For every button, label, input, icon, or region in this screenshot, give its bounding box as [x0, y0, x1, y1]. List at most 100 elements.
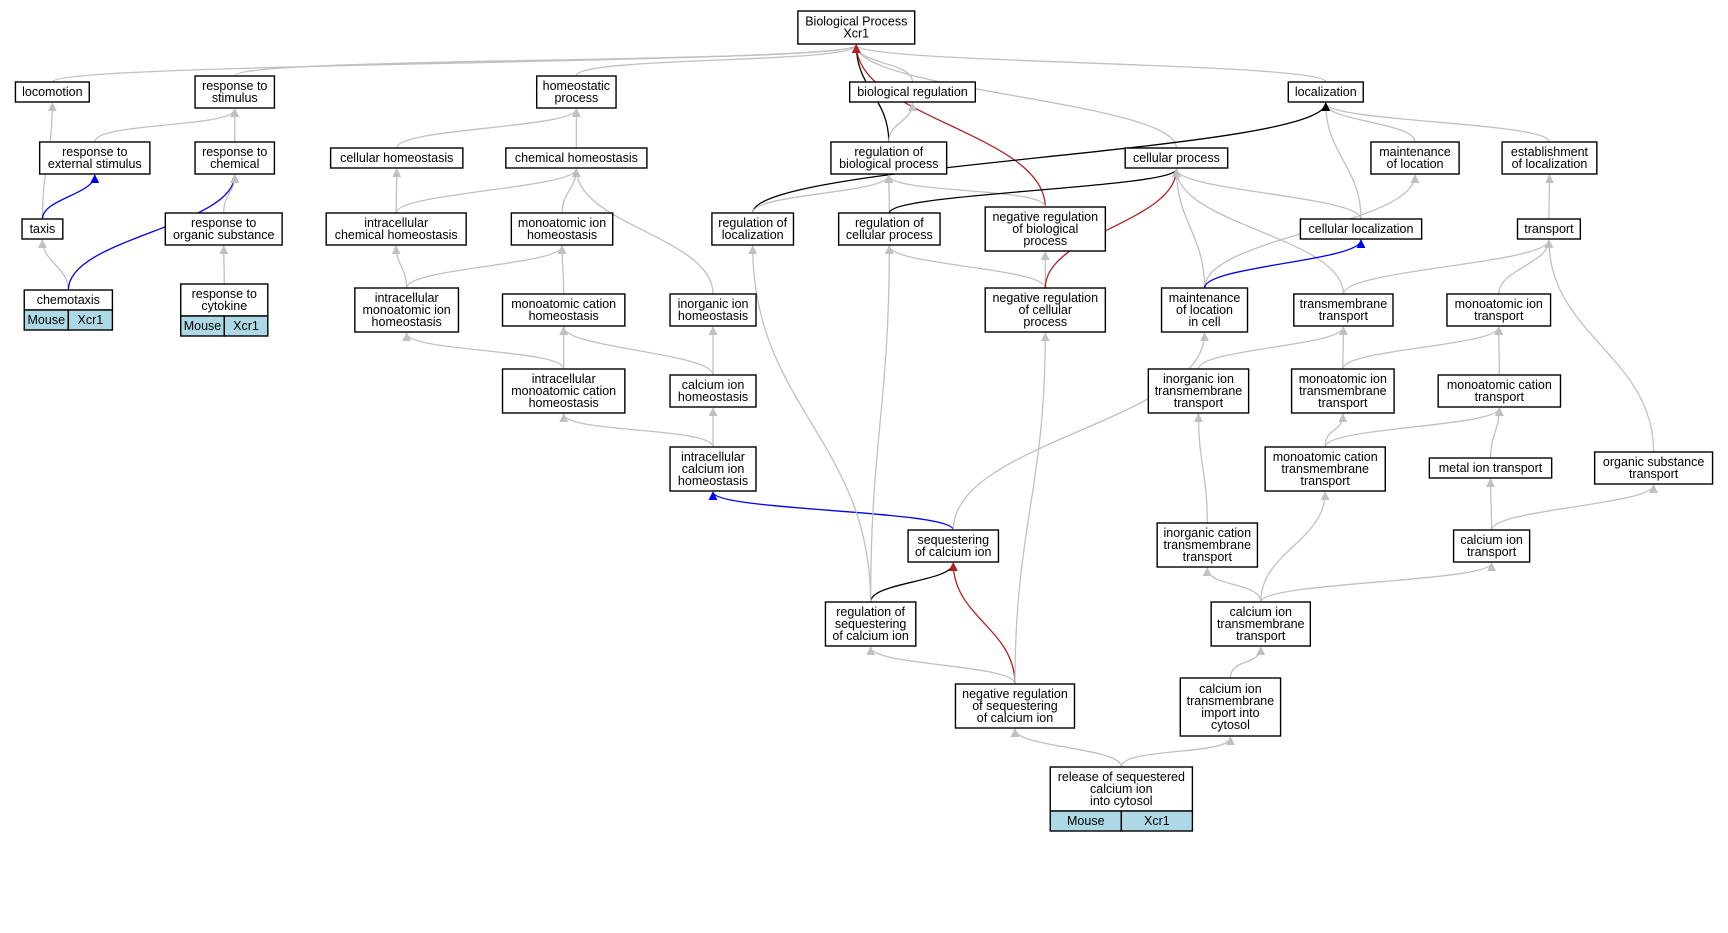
- term-node-localization[interactable]: localization: [1287, 81, 1364, 103]
- term-box: [669, 446, 757, 492]
- term-label-line: localization: [722, 228, 784, 242]
- term-box: [180, 283, 269, 317]
- edge-neg-reg-seq-ca-to-neg-cell: [1014, 332, 1050, 685]
- term-label-line: external stimulus: [48, 157, 142, 171]
- term-label-line: homeostasis: [529, 309, 599, 323]
- term-box: [824, 601, 917, 647]
- edge-resp-ext-to-resp-stim: [94, 108, 240, 143]
- term-label-line: transport: [1319, 309, 1369, 323]
- edge-cell-proc-to-bp: [851, 44, 1178, 149]
- term-node-cell-homeo[interactable]: cellular homeostasis: [329, 147, 464, 169]
- term-node-cell-proc[interactable]: cellular process: [1124, 147, 1229, 169]
- edge-maint-loc-to-localization: [1321, 102, 1416, 143]
- term-label-line: response to: [191, 216, 256, 230]
- term-node-metal-ion-transport[interactable]: metal ion transport: [1428, 457, 1553, 479]
- term-box: [711, 212, 795, 246]
- term-label-line: monoatomic cation: [1273, 450, 1378, 464]
- edge-metal-ion-transport-to-mono-cat-transport: [1489, 407, 1504, 459]
- edge-reg-cell-to-reg-bio: [884, 174, 894, 214]
- term-label-line: calcium ion: [1229, 605, 1292, 619]
- term-label-line: transport: [1183, 550, 1233, 564]
- edge-mono-ion-tm-to-mono-ion-transport: [1342, 326, 1504, 370]
- term-node-taxis[interactable]: taxis: [21, 218, 64, 240]
- term-label-line: localization: [1295, 85, 1357, 99]
- edge-intra-mono-ion-to-mono-ion-homeo: [406, 245, 567, 289]
- term-label-line: negative regulation: [992, 210, 1098, 224]
- term-node-transport[interactable]: transport: [1516, 218, 1582, 240]
- term-label-line: homeostasis: [678, 390, 748, 404]
- term-node-chem-homeo[interactable]: chemical homeostasis: [505, 147, 648, 169]
- term-box: [1516, 218, 1582, 240]
- term-label-line: biological process: [839, 157, 938, 171]
- edge-homeo-proc-to-bp: [575, 44, 861, 77]
- term-label-line: cellular process: [1133, 151, 1220, 165]
- edge-ca-ion-transport-to-org-sub-transport: [1490, 484, 1659, 531]
- term-label-line: sequestering: [917, 533, 989, 547]
- term-label-line: transport: [1474, 309, 1524, 323]
- edge-mono-cat-homeo-to-mono-ion-homeo: [557, 245, 567, 295]
- term-node-locomotion[interactable]: locomotion: [14, 81, 90, 103]
- term-label-line: response to: [192, 287, 257, 301]
- term-box: [325, 212, 467, 246]
- edge-inorg-cat-tm-to-inorg-ion-tm: [1193, 413, 1208, 524]
- edge-intra-chem-to-chem-homeo: [395, 168, 581, 214]
- term-label-line: of calcium ion: [915, 545, 991, 559]
- term-label-line: transport: [1524, 222, 1574, 236]
- term-box: [164, 212, 283, 246]
- term-box: [984, 287, 1107, 333]
- term-label-line: homeostasis: [678, 474, 748, 488]
- term-label-line: calcium ion: [1199, 682, 1262, 696]
- term-label-line: locomotion: [22, 85, 82, 99]
- term-box: [1049, 766, 1194, 812]
- term-node-bio-reg[interactable]: biological regulation: [848, 81, 977, 103]
- term-label-line: process: [1023, 234, 1067, 248]
- term-box: [535, 75, 617, 109]
- term-label-line: response to: [202, 145, 267, 159]
- term-box: [329, 147, 464, 169]
- term-label-line: negative regulation: [962, 687, 1068, 701]
- term-node-cell-loc[interactable]: cellular localization: [1299, 218, 1423, 240]
- edge-neg-bio-to-reg-bio: [884, 174, 1046, 208]
- edge-layer: [37, 44, 1659, 768]
- term-label-line: transport: [1301, 474, 1351, 488]
